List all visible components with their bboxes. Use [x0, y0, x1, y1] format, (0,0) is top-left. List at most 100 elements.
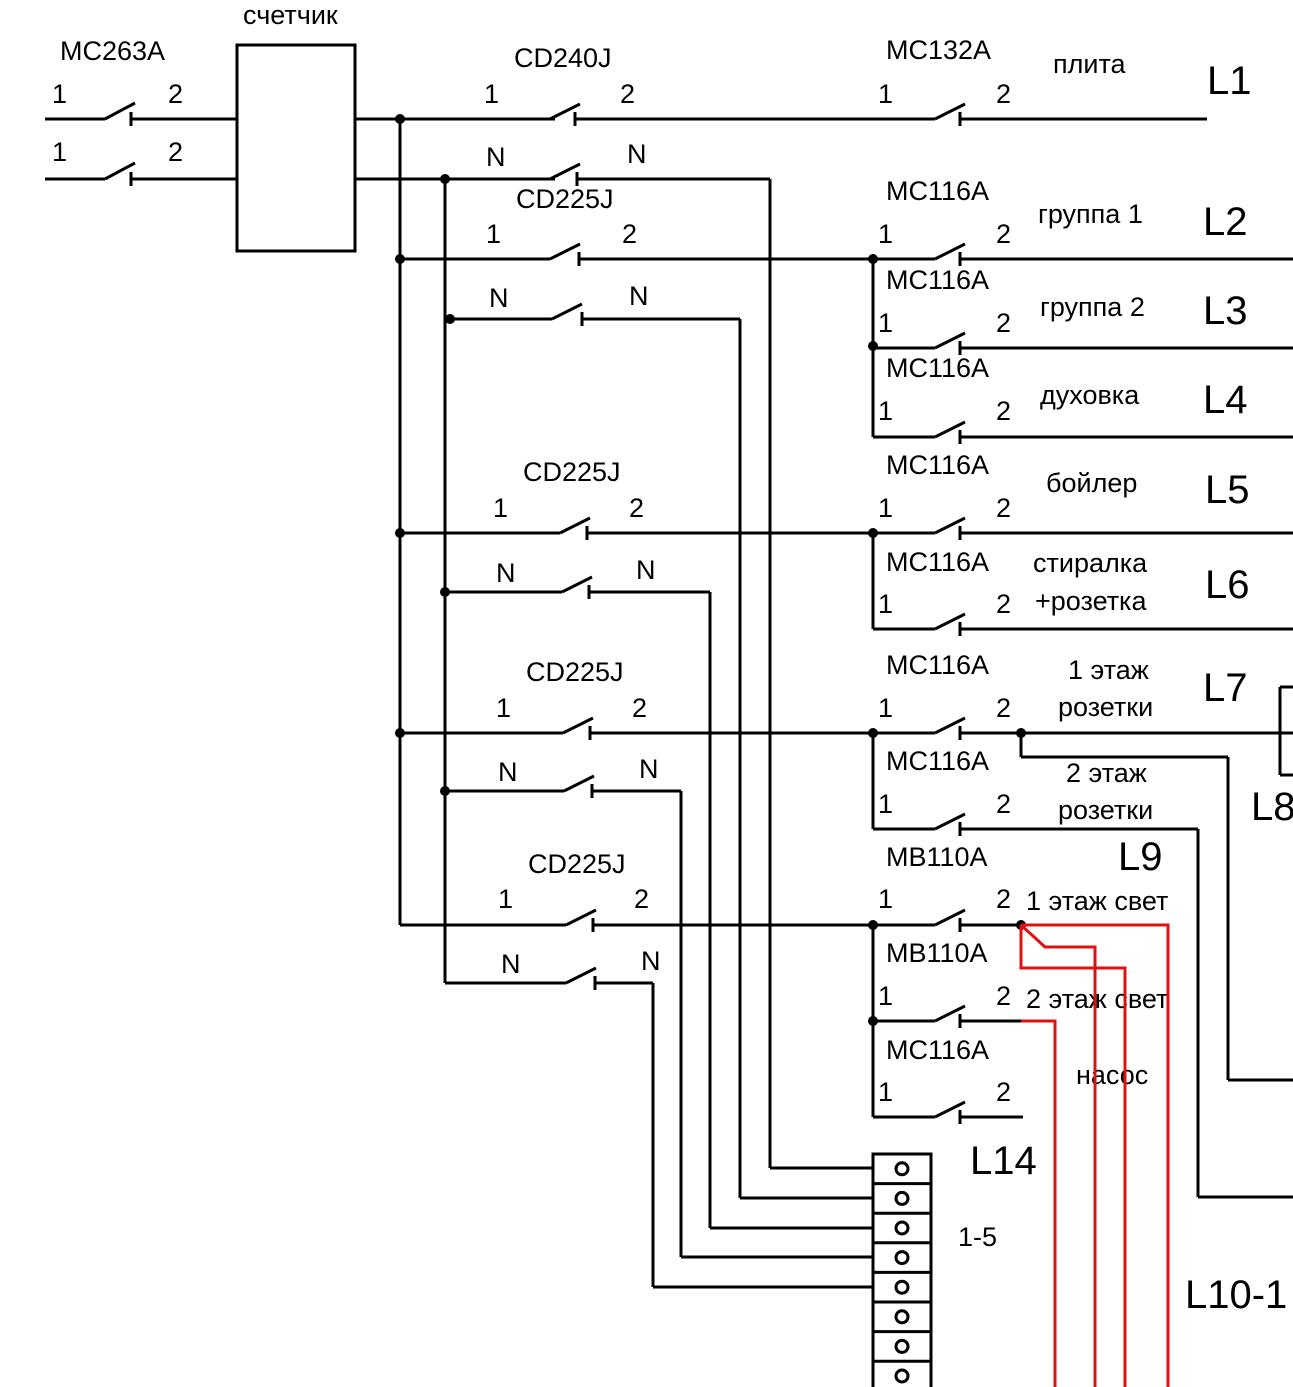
svg-text:1: 1 [878, 981, 893, 1011]
svg-text:2: 2 [996, 493, 1011, 523]
svg-text:духовка: духовка [1040, 380, 1140, 410]
svg-text:1: 1 [878, 493, 893, 523]
svg-text:L7: L7 [1203, 666, 1248, 710]
svg-text:2: 2 [632, 693, 647, 723]
terminal-block: 1-5 L10-1 [653, 1152, 1287, 1387]
svg-text:MC116A: MC116A [886, 547, 989, 577]
svg-text:1: 1 [498, 884, 513, 914]
svg-text:L3: L3 [1203, 289, 1248, 333]
svg-text:1: 1 [878, 693, 893, 723]
svg-text:1: 1 [878, 79, 893, 109]
svg-text:1: 1 [878, 1077, 893, 1107]
main-breaker: MC263A 1 2 1 2 [45, 36, 237, 186]
meter-label: счетчик [243, 0, 338, 30]
rcd-4: CD225J 1 2 N N [400, 657, 935, 1257]
svg-text:стиралка: стиралка [1033, 548, 1148, 578]
rcd-1: CD240J 1 2 N N [400, 43, 935, 1168]
svg-text:2: 2 [168, 79, 183, 109]
svg-text:2: 2 [996, 589, 1011, 619]
svg-text:2: 2 [996, 219, 1011, 249]
terminal-screw [894, 1309, 910, 1325]
svg-text:2: 2 [620, 79, 635, 109]
svg-text:N: N [489, 283, 509, 313]
svg-text:1: 1 [52, 137, 67, 167]
terminal-screw [894, 1161, 910, 1177]
lighting-wires [1019, 923, 1170, 1387]
rcd-2-model: CD225J [516, 184, 614, 214]
svg-text:плита: плита [1053, 49, 1127, 79]
rcd-1-model: CD240J [514, 43, 612, 73]
svg-text:2: 2 [996, 1077, 1011, 1107]
terminal-screw [894, 1279, 910, 1295]
svg-text:2 этаж свет: 2 этаж свет [1026, 984, 1168, 1014]
svg-text:N: N [641, 946, 661, 976]
breakers-l2-l4: MC116A 1 2 группа 1 L2 MC116A 1 2 группа… [868, 176, 1293, 444]
rcd-5-model: CD225J [528, 849, 626, 879]
svg-text:L9: L9 [1118, 835, 1163, 879]
svg-text:1 этаж: 1 этаж [1068, 655, 1149, 685]
svg-text:L4: L4 [1203, 378, 1248, 422]
svg-text:розетки: розетки [1058, 795, 1153, 825]
svg-text:L2: L2 [1203, 200, 1248, 244]
svg-text:2: 2 [996, 396, 1011, 426]
svg-text:1: 1 [878, 308, 893, 338]
meter: счетчик [235, 0, 555, 253]
svg-text:насос: насос [1076, 1060, 1148, 1090]
svg-text:N: N [498, 757, 518, 787]
svg-text:MC116A: MC116A [886, 176, 989, 206]
svg-text:1: 1 [878, 884, 893, 914]
svg-text:MC116A: MC116A [886, 650, 989, 680]
svg-text:L8: L8 [1251, 785, 1293, 829]
svg-text:2 этаж: 2 этаж [1066, 758, 1147, 788]
svg-text:розетки: розетки [1058, 692, 1153, 722]
svg-text:2: 2 [168, 137, 183, 167]
svg-text:1 этаж свет: 1 этаж свет [1026, 886, 1168, 916]
rcd-2: CD225J 1 2 N N [400, 184, 935, 1198]
svg-text:N: N [501, 949, 521, 979]
svg-text:N: N [636, 555, 656, 585]
svg-text:2: 2 [996, 693, 1011, 723]
svg-text:бойлер: бойлер [1046, 468, 1137, 498]
breakers-l7-l8: MC116A 1 2 1 этаж розетки L7 MC116A 1 2 … [868, 650, 1293, 1199]
svg-text:N: N [496, 558, 516, 588]
svg-text:1: 1 [878, 589, 893, 619]
svg-text:1: 1 [878, 219, 893, 249]
svg-text:2: 2 [996, 308, 1011, 338]
svg-text:1: 1 [486, 219, 501, 249]
svg-text:MC116A: MC116A [886, 746, 989, 776]
svg-text:L1: L1 [1207, 59, 1252, 103]
svg-text:1: 1 [52, 79, 67, 109]
svg-text:группа 1: группа 1 [1038, 199, 1143, 229]
svg-text:2: 2 [629, 493, 644, 523]
terminal-screw [894, 1190, 910, 1206]
svg-text:2: 2 [996, 79, 1011, 109]
svg-text:1: 1 [878, 789, 893, 819]
svg-text:1: 1 [878, 396, 893, 426]
svg-text:N: N [639, 754, 659, 784]
breakers-light-pump: MB110A 1 2 1 этаж свет L9 MB110A 1 2 2 э… [868, 835, 1168, 1183]
terminal-screw [894, 1338, 910, 1354]
svg-text:L14: L14 [970, 1139, 1037, 1183]
svg-text:2: 2 [634, 884, 649, 914]
svg-text:N: N [486, 142, 506, 172]
svg-text:L5: L5 [1205, 468, 1250, 512]
svg-text:2: 2 [996, 884, 1011, 914]
svg-text:N: N [629, 281, 649, 311]
terminal-screw [894, 1220, 910, 1236]
breakers-l5-l6: MC116A 1 2 бойлер L5 MC116A 1 2 стиралка… [868, 450, 1293, 636]
breaker-l1: MC132A 1 2 плита L1 [878, 35, 1252, 126]
line-l10: L10-1 [1185, 1273, 1287, 1317]
terminal-screw [894, 1368, 910, 1384]
bus-bars [395, 114, 455, 983]
svg-text:N: N [627, 139, 647, 169]
svg-text:2: 2 [996, 789, 1011, 819]
rcd-4-model: CD225J [526, 657, 624, 687]
terminal-label: 1-5 [958, 1222, 997, 1252]
rcd-3-model: CD225J [523, 457, 621, 487]
svg-text:MB110A: MB110A [886, 938, 988, 968]
svg-text:L6: L6 [1205, 563, 1250, 607]
svg-text:1: 1 [493, 493, 508, 523]
main-breaker-model: MC263A [60, 36, 165, 66]
svg-text:+розетка: +розетка [1035, 586, 1147, 616]
